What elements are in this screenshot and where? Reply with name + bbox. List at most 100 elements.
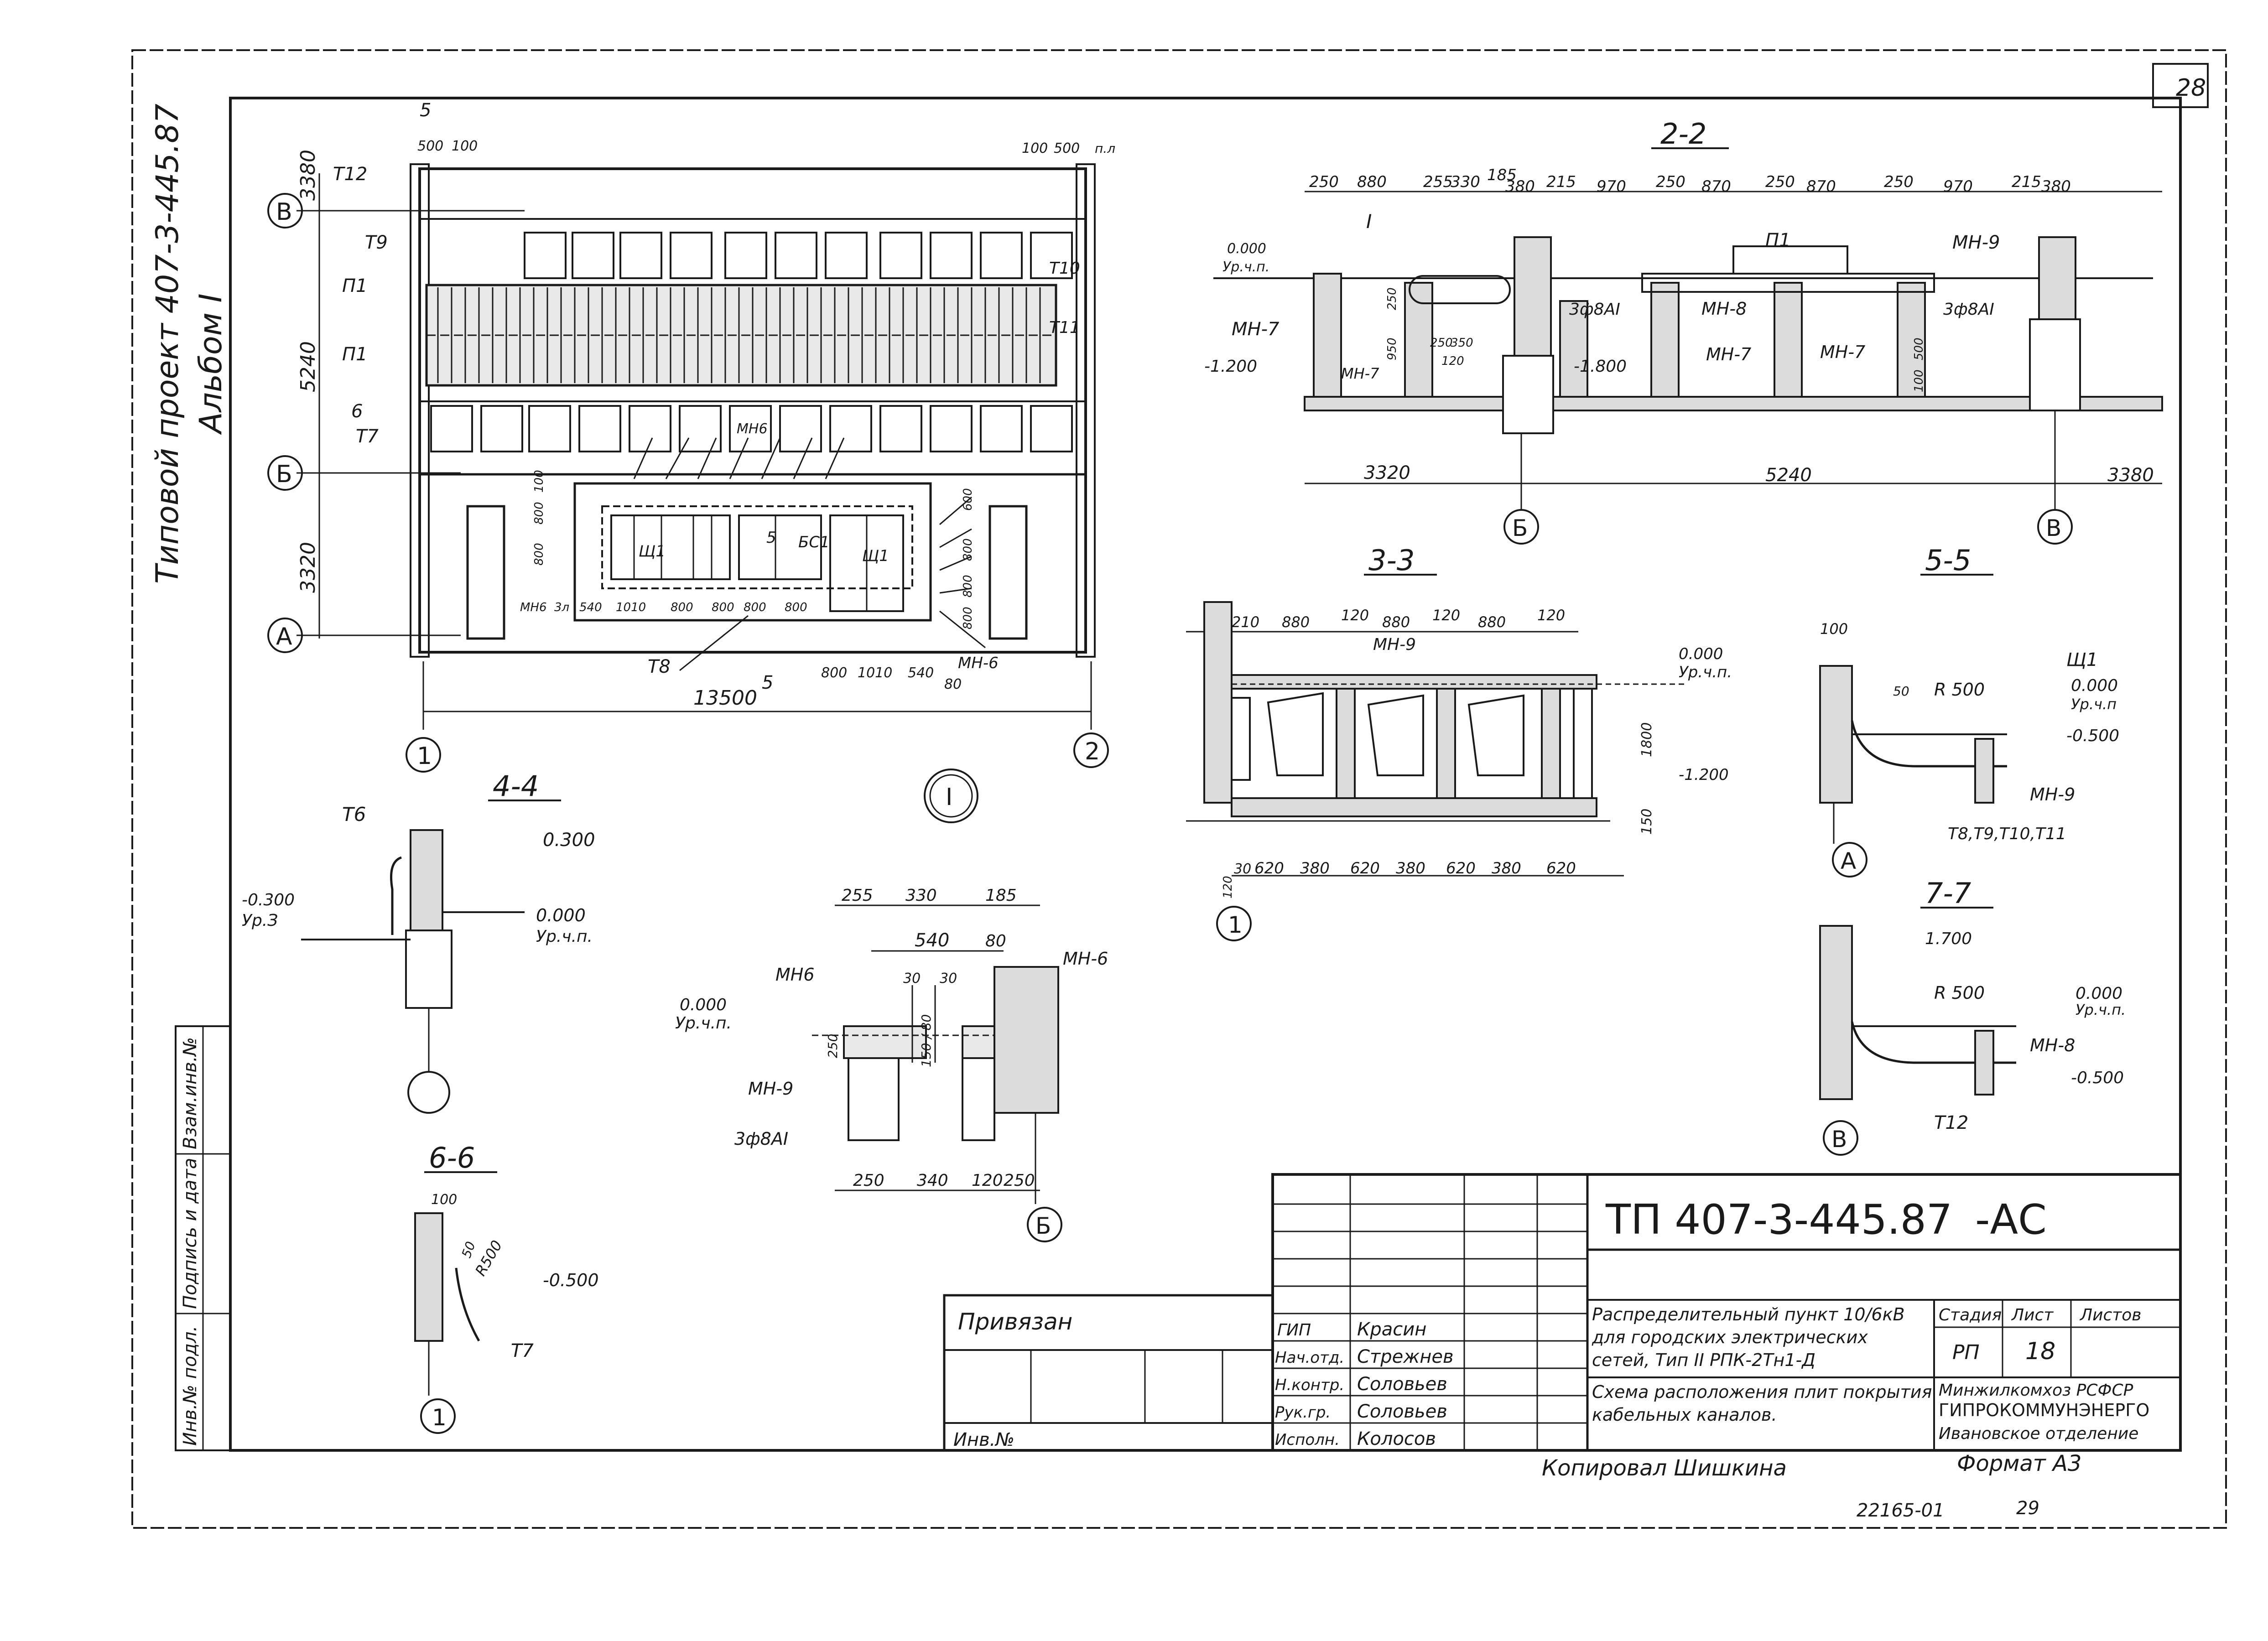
s77-level-500: -0.500	[2071, 1069, 2124, 1087]
svg-text:380: 380	[1396, 859, 1425, 878]
s22-bottom-dim-3320: 3320	[1364, 462, 1410, 483]
s55-level-500: -0.500	[2066, 727, 2119, 745]
s33-level-0: 0.000	[1679, 645, 1723, 663]
s22-label-MN7-a: МН-7	[1232, 319, 1280, 340]
plan-label-T7: Т7	[356, 426, 379, 447]
s77-label-R500: R 500	[1934, 983, 1985, 1003]
svg-text:210: 210	[1232, 613, 1259, 631]
s22-level-ur: Ур.ч.п.	[1222, 259, 1269, 275]
stamp-replaced-inv: Взам.инв.№	[180, 1037, 201, 1149]
title-block-suffix: -АС	[1975, 1196, 2047, 1244]
s55-level-0: 0.000	[2071, 676, 2118, 695]
tb-role-3: Рук.гр.	[1275, 1403, 1331, 1422]
plan-lower-room	[466, 482, 1028, 640]
node-I-detail: 255 330 185 540 80 30 30 150 / 80 250 МН…	[675, 886, 1108, 1242]
plan-inner-dim-left-3: 100	[532, 470, 546, 493]
axis-label-A: А	[276, 623, 292, 650]
tb-stage: РП	[1952, 1341, 1980, 1364]
plan-top-dim-500: 500	[417, 138, 443, 154]
plan-top-dim-100r: 100	[1022, 140, 1048, 156]
plan-inner-dim-b-2: 3л	[554, 601, 569, 614]
section-5-5-title: 5-5	[1925, 544, 1971, 577]
plan-label-MN6: МН6	[737, 421, 768, 437]
plan-label-MN-6: МН-6	[958, 654, 999, 672]
tb-sheet-title-2: кабельных каналов.	[1592, 1405, 1777, 1425]
svg-text:970: 970	[1597, 177, 1626, 196]
tb-sheets-header: Листов	[2079, 1306, 2141, 1324]
node-I-marker	[924, 769, 978, 823]
s44-level-300: 0.300	[543, 830, 595, 851]
s55-label-T-group: Т8,Т9,Т10,Т11	[1948, 825, 2066, 843]
svg-text:185: 185	[1487, 166, 1517, 184]
plan-label-T11: Т11	[1049, 318, 1080, 337]
s66-label-R500: R500	[472, 1237, 506, 1279]
svg-text:255: 255	[1423, 173, 1453, 191]
svg-text:1800: 1800	[1639, 722, 1655, 757]
axis-marker-V	[267, 193, 303, 228]
plan-label-80: 80	[944, 676, 962, 692]
plan-view: В Б А 1 2 3380 5240 3320 13500 500 100 1…	[267, 100, 1115, 823]
svg-text:880: 880	[1382, 613, 1410, 631]
side-title-album: Альбом I	[193, 293, 229, 435]
s22-bottom-dim-5240: 5240	[1765, 465, 1812, 486]
s44-level-minus-300: -0.300	[242, 891, 295, 909]
s22-label-MN9: МН-9	[1952, 232, 2000, 253]
node1-level-ur: Ур.ч.п.	[675, 1014, 732, 1033]
section-4-4-title: 4-4	[493, 769, 539, 803]
title-block-code: ТП 407-3-445.87	[1605, 1196, 1952, 1244]
s66-label-T7: Т7	[511, 1340, 534, 1361]
plan-top-dim-500r: 500	[1054, 140, 1080, 156]
plan-section-mark-6: 6	[351, 401, 363, 422]
tb-org-2: ГИПРОКОММУНЭНЕРГО	[1939, 1400, 2149, 1420]
svg-text:870: 870	[1806, 177, 1836, 196]
svg-text:120: 120	[1341, 607, 1369, 624]
tb-org-1: Минжилкомхоз РСФСР	[1939, 1381, 2133, 1400]
section-3-3-title: 3-3	[1368, 544, 1415, 577]
svg-text:330: 330	[1451, 173, 1480, 191]
node1-level-0: 0.000	[680, 996, 727, 1014]
s22-axis-B: Б	[1512, 515, 1528, 541]
s77-label-MN8: МН-8	[2030, 1035, 2075, 1055]
s55-axis-A: А	[1841, 848, 1856, 874]
tb-sheet: 18	[2025, 1338, 2055, 1365]
footer-copied: Копировал Шишкина	[1542, 1455, 1787, 1481]
svg-text:30: 30	[903, 971, 921, 987]
svg-text:540: 540	[915, 930, 949, 951]
s77-label-T12: Т12	[1934, 1112, 1968, 1133]
plan-label-5: 5	[766, 529, 776, 547]
s55-level-ur: Ур.ч.п	[2071, 696, 2117, 713]
tb-name-3: Соловьев	[1357, 1401, 1447, 1422]
s22-label-bar-1: 3ф8АI	[1569, 300, 1620, 319]
plan-top-dim-100: 100	[452, 138, 478, 154]
s22-label-MN8: МН-8	[1701, 299, 1747, 319]
side-stamps: Инв.№ подл. Подпись и дата Взам.инв.№	[175, 1025, 231, 1451]
svg-text:880: 880	[1478, 613, 1506, 631]
plan-inner-dim-r-4: 800	[961, 607, 975, 629]
footer-archive: 22165-01	[1857, 1500, 1945, 1521]
svg-text:120: 120	[1221, 876, 1235, 898]
svg-text:120: 120	[1537, 607, 1565, 624]
svg-text:215: 215	[2012, 173, 2041, 191]
plan-label-P1-a: П1	[342, 275, 368, 296]
svg-text:620: 620	[1350, 859, 1380, 878]
svg-text:120: 120	[1432, 607, 1460, 624]
title-block-inv-no: Инв.№	[953, 1429, 1014, 1450]
axis-marker-A	[267, 618, 303, 653]
tb-stage-header: Стадия	[1939, 1306, 2002, 1324]
svg-text:340: 340	[917, 1171, 948, 1190]
tb-role-1: Нач.отд.	[1275, 1349, 1344, 1367]
s22-level-1800: -1.800	[1574, 357, 1627, 376]
plan-inner-dim-b-7: 800	[744, 601, 766, 614]
s22-label-bar-2: 3ф8АI	[1943, 300, 1994, 319]
svg-text:30: 30	[940, 971, 957, 987]
sheet-frame	[131, 49, 2227, 1529]
section-6-6-title: 6-6	[429, 1141, 475, 1174]
plan-label-T10: Т10	[1049, 259, 1080, 278]
s22-level-1200: -1.200	[1204, 357, 1257, 376]
s55-label-Shch1: Щ1	[2066, 649, 2098, 670]
axis-marker-1	[406, 737, 441, 773]
svg-text:250: 250	[1309, 173, 1339, 191]
s44-level-ur3: Ур.З	[242, 911, 278, 930]
section-6-6: 6-6 100 50 R500 -0.500 Т7 1	[414, 1141, 599, 1434]
svg-text:215: 215	[1546, 173, 1576, 191]
